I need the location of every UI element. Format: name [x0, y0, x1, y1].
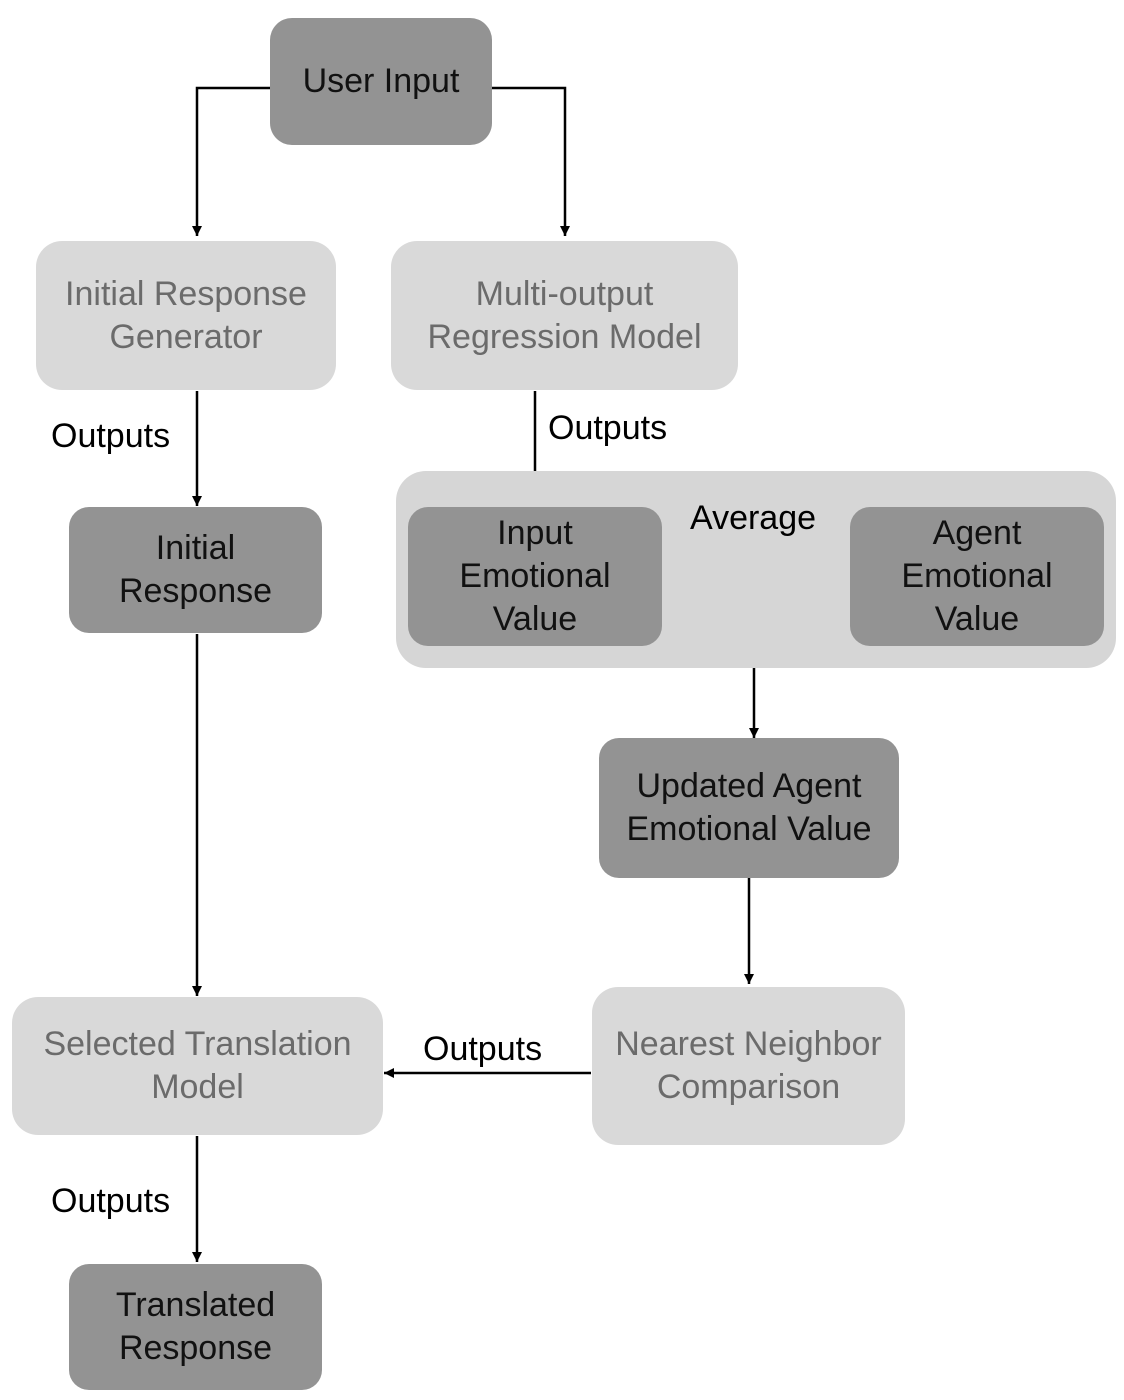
outputs-label-nearest-neighbor: Outputs [423, 1030, 543, 1068]
input-emotional-value-node: Input Emotional Value [408, 507, 662, 646]
agent-emotional-value-node: Agent Emotional Value [850, 507, 1104, 646]
outputs-label-regression: Outputs [548, 409, 668, 447]
average-label: Average [690, 499, 817, 537]
updated-agent-emotional-value-node: Updated Agent Emotional Value [599, 738, 899, 878]
selected-translation-model-node: Selected Translation Model [12, 997, 383, 1135]
initial-response-generator-node: Initial Response Generator [36, 241, 336, 390]
edge-user-input-to-regression-model [492, 86, 570, 236]
edge-user-input-to-generator [192, 86, 270, 236]
outputs-label-translation: Outputs [51, 1182, 171, 1220]
user-input-node: User Input [270, 18, 492, 145]
nearest-neighbor-comparison-node: Nearest Neighbor Comparison [592, 987, 905, 1145]
outputs-label-generator: Outputs [51, 417, 171, 455]
translated-response-node: Translated Response [69, 1264, 322, 1390]
initial-response-node: Initial Response [69, 507, 322, 633]
multi-output-regression-model-node: Multi-output Regression Model [391, 241, 738, 390]
